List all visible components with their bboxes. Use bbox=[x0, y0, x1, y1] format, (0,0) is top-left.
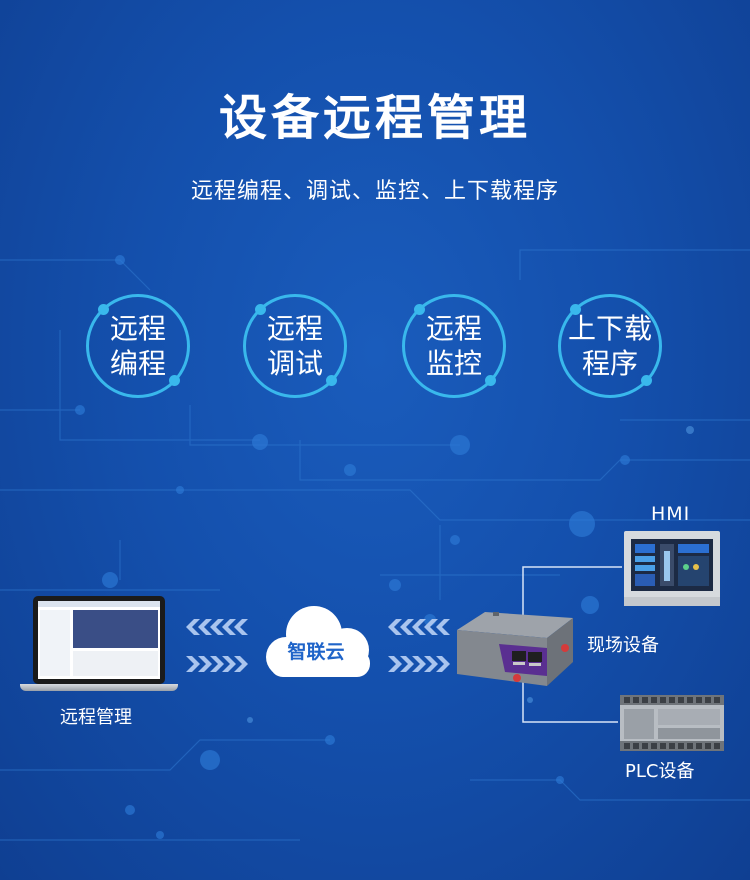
feature-program-upload-download: 上下载 程序 bbox=[558, 294, 662, 398]
arrow-left-group-2 bbox=[388, 619, 450, 635]
software-workspace bbox=[73, 610, 158, 648]
arrow-right-group-2 bbox=[388, 656, 450, 672]
feature-label-line2: 调试 bbox=[266, 347, 323, 380]
plc-device-icon bbox=[620, 695, 724, 751]
accent-dot bbox=[98, 304, 109, 315]
feature-label-line1: 远程 bbox=[109, 312, 166, 345]
router-icon bbox=[457, 612, 573, 686]
hmi-label: HMI bbox=[651, 503, 691, 525]
software-properties-panel bbox=[73, 651, 158, 676]
accent-dot bbox=[169, 375, 180, 386]
feature-label-line1: 远程 bbox=[425, 312, 482, 345]
feature-label-line1: 远程 bbox=[266, 312, 323, 345]
laptop-screen bbox=[38, 601, 160, 679]
accent-dot bbox=[485, 375, 496, 386]
feature-remote-debugging: 远程 调试 bbox=[243, 294, 347, 398]
laptop-screen-bezel bbox=[33, 596, 165, 684]
feature-label-line2: 编程 bbox=[109, 347, 166, 380]
field-device-label: 现场设备 bbox=[587, 635, 659, 656]
laptop-icon bbox=[20, 596, 178, 694]
page-subtitle: 远程编程、调试、监控、上下载程序 bbox=[190, 179, 559, 204]
feature-label-line2: 程序 bbox=[581, 347, 638, 380]
accent-dot bbox=[326, 375, 337, 386]
arrow-left-group-1 bbox=[186, 619, 248, 635]
cloud-platform-label: 智联云 bbox=[287, 641, 345, 663]
plc-device-label: PLC设备 bbox=[625, 761, 695, 782]
accent-dot bbox=[570, 304, 581, 315]
remote-management-label: 远程管理 bbox=[60, 707, 132, 728]
hmi-device-icon bbox=[624, 531, 720, 606]
page-title: 设备远程管理 bbox=[218, 90, 531, 146]
feature-remote-monitoring: 远程 监控 bbox=[402, 294, 506, 398]
feature-remote-programming: 远程 编程 bbox=[86, 294, 190, 398]
accent-dot bbox=[641, 375, 652, 386]
laptop-base bbox=[20, 684, 178, 691]
feature-label-line2: 监控 bbox=[425, 347, 482, 380]
arrow-right-group-1 bbox=[186, 656, 248, 672]
cloud-icon bbox=[266, 606, 370, 677]
accent-dot bbox=[414, 304, 425, 315]
software-menubar bbox=[38, 601, 160, 607]
accent-dot bbox=[255, 304, 266, 315]
software-project-tree bbox=[40, 610, 70, 676]
feature-label-line1: 上下载 bbox=[567, 312, 652, 345]
